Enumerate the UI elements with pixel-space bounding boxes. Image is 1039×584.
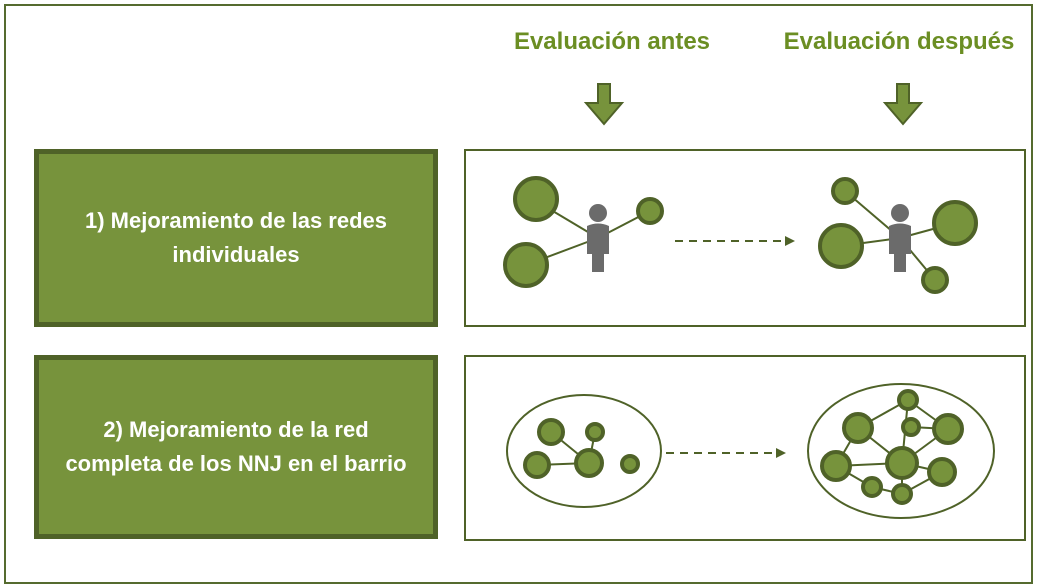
diagram-drawing xyxy=(503,83,995,519)
person-icon xyxy=(889,204,911,272)
network-node xyxy=(897,389,919,411)
network-node xyxy=(513,176,559,222)
network-node xyxy=(537,418,565,446)
network-node xyxy=(842,412,874,444)
network-node xyxy=(585,422,605,442)
network-node xyxy=(620,454,640,474)
network-node xyxy=(932,413,964,445)
ego-network-after xyxy=(818,177,978,294)
network-node xyxy=(820,450,852,482)
network-node xyxy=(831,177,859,205)
panel-individual-networks xyxy=(464,149,1026,327)
network-node xyxy=(927,457,957,487)
network-node xyxy=(818,223,864,269)
network-node xyxy=(574,448,604,478)
network-node xyxy=(636,197,664,225)
person-icon xyxy=(587,204,609,272)
network-node xyxy=(901,417,921,437)
network-node xyxy=(523,451,551,479)
label-complete-network-text: 2) Mejoramiento de la red completa de lo… xyxy=(65,417,407,476)
complete-network-before xyxy=(506,394,662,508)
label-individual-networks: 1) Mejoramiento de las redes individuale… xyxy=(34,149,438,327)
network-node xyxy=(503,242,549,288)
network-node xyxy=(861,476,883,498)
label-individual-networks-text: 1) Mejoramiento de las redes individuale… xyxy=(85,208,387,267)
network-node xyxy=(921,266,949,294)
ego-network-before xyxy=(503,176,664,288)
down-arrow-icon xyxy=(583,83,625,126)
down-arrow-icon xyxy=(882,83,924,126)
network-node xyxy=(891,483,913,505)
network-node xyxy=(885,446,919,480)
label-complete-network: 2) Mejoramiento de la red completa de lo… xyxy=(34,355,438,539)
heading-evaluation-before: Evaluación antes xyxy=(513,28,711,55)
heading-evaluation-after: Evaluación después xyxy=(783,28,1015,55)
network-node xyxy=(932,200,978,246)
complete-network-after xyxy=(807,383,995,519)
